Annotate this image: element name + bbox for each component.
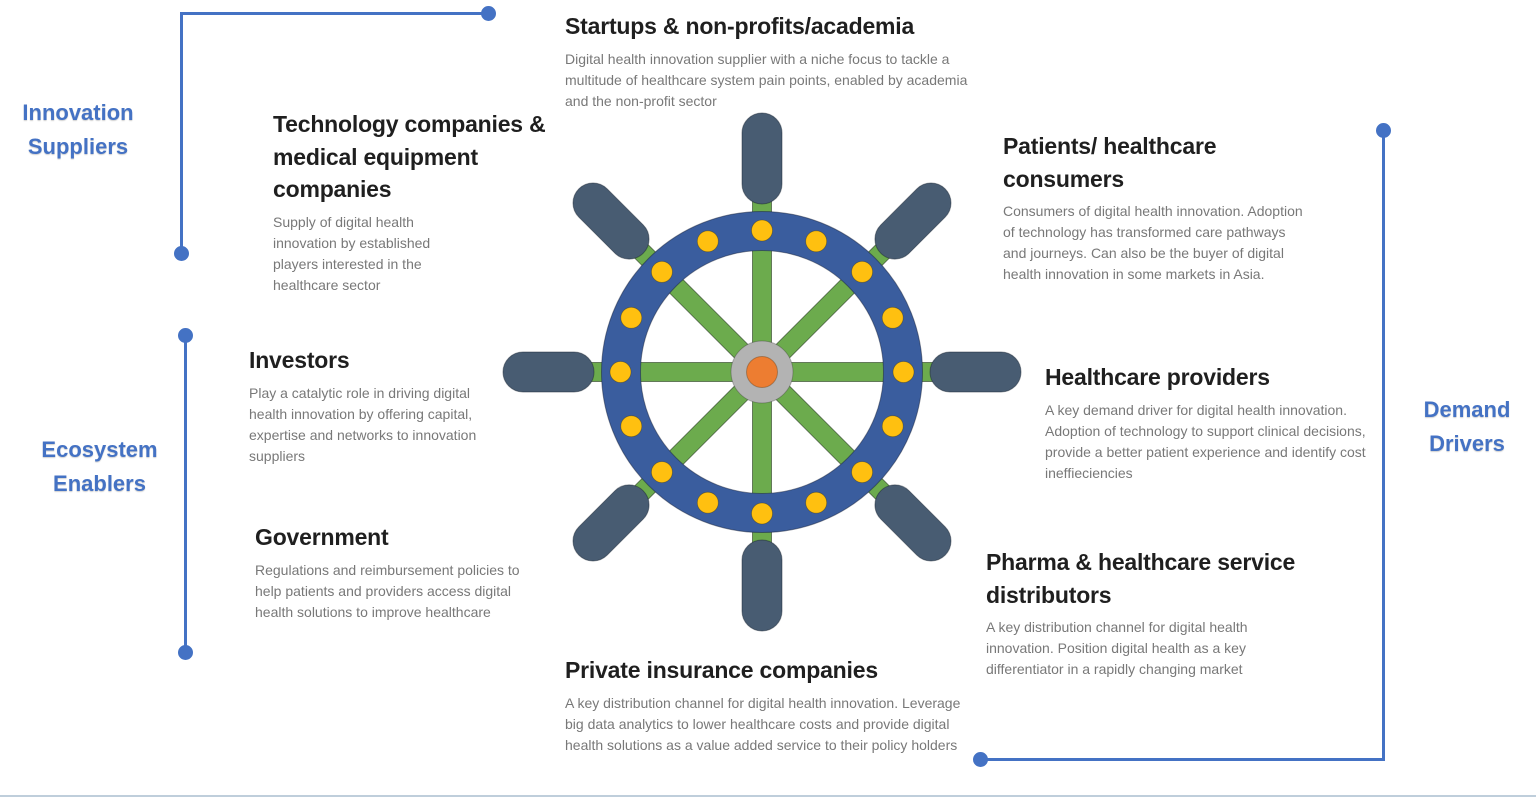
group-label-innovation-suppliers: Innovation Suppliers <box>22 100 134 160</box>
technology-companies-description: Supply of digital health innovation by e… <box>273 213 431 293</box>
bottom-divider-line <box>0 795 1536 797</box>
group-label-demand-drivers: Demand Drivers <box>1423 397 1511 457</box>
connector-dot <box>973 752 988 767</box>
section-government: Government Regulations and reimbursement… <box>255 521 555 623</box>
pharma-distributors-description: A key distribution channel for digital h… <box>986 619 1248 678</box>
investors-title: Investors <box>249 347 350 373</box>
connector-dot <box>178 645 193 660</box>
healthcare-providers-description: A key demand driver for digital health i… <box>1045 401 1366 481</box>
patients-description: Consumers of digital health innovation. … <box>1003 203 1303 283</box>
bracket-demand-drivers-vline <box>1382 130 1385 761</box>
connector-dot <box>1376 123 1391 138</box>
private-insurance-title: Private insurance companies <box>565 657 878 683</box>
healthcare-providers-title: Healthcare providers <box>1045 364 1270 390</box>
bracket-innovation-suppliers-vline <box>180 12 183 254</box>
startups-description: Digital health innovation supplier with … <box>565 50 968 109</box>
section-patients: Patients/ healthcare consumers Consumers… <box>1003 130 1333 285</box>
ship-wheel-icon <box>502 112 1022 632</box>
bracket-demand-drivers-hline <box>980 758 1384 761</box>
startups-title: Startups & non-profits/academia <box>565 13 915 39</box>
section-technology-companies: Technology companies & medical equipment… <box>273 108 563 296</box>
connector-dot <box>174 246 189 261</box>
government-title: Government <box>255 524 389 550</box>
group-label-ecosystem-enablers: Ecosystem Enablers <box>41 437 158 497</box>
section-startups: Startups & non-profits/academia Digital … <box>565 10 989 112</box>
government-description: Regulations and reimbursement policies t… <box>255 561 520 620</box>
bracket-ecosystem-enablers-vline <box>184 335 187 652</box>
patients-title: Patients/ healthcare consumers <box>1003 133 1217 192</box>
wheel-hub <box>730 340 794 404</box>
wheel-handles <box>502 112 1022 632</box>
technology-companies-title: Technology companies & medical equipment… <box>273 111 546 203</box>
wheel-studs <box>609 219 915 525</box>
section-healthcare-providers: Healthcare providers A key demand driver… <box>1045 361 1385 484</box>
investors-description: Play a catalytic role in driving digital… <box>249 384 477 464</box>
connector-dot <box>481 6 496 21</box>
section-pharma-distributors: Pharma & healthcare service distributors… <box>986 546 1356 680</box>
private-insurance-description: A key distribution channel for digital h… <box>565 694 961 753</box>
pharma-distributors-title: Pharma & healthcare service distributors <box>986 549 1296 608</box>
section-investors: Investors Play a catalytic role in drivi… <box>249 344 489 467</box>
section-private-insurance: Private insurance companies A key distri… <box>565 654 975 756</box>
connector-dot <box>178 328 193 343</box>
bracket-innovation-suppliers-hline <box>182 12 488 15</box>
